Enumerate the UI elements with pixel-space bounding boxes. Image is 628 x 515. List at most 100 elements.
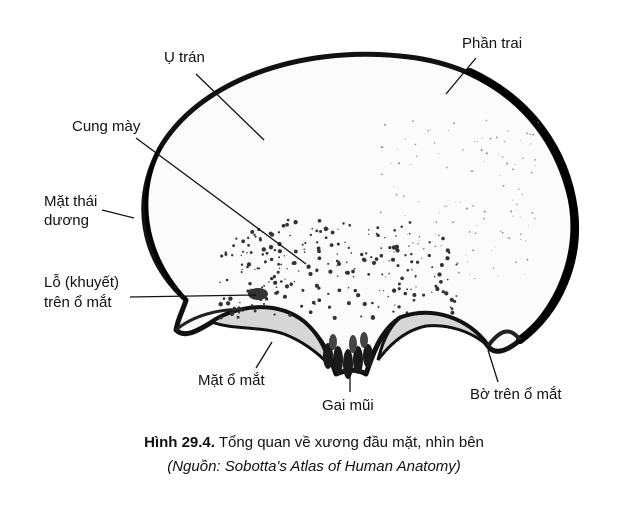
stipple-dot [525, 240, 526, 241]
stipple-dot [317, 218, 322, 223]
stipple-dot [306, 264, 311, 269]
stipple-dot [396, 264, 400, 268]
stipple-dot [259, 298, 263, 302]
stipple-dot [431, 266, 434, 269]
stipple-dot [474, 232, 477, 235]
stipple-dot [353, 288, 358, 293]
stipple-dot [428, 241, 431, 244]
stipple-dot [414, 143, 417, 146]
bone-stippling [218, 119, 539, 320]
stipple-dot [491, 250, 493, 252]
stipple-dot [284, 284, 290, 289]
stipple-dot [368, 233, 370, 235]
stipple-dot [380, 247, 383, 249]
stipple-dot [512, 168, 514, 171]
stipple-dot [379, 289, 381, 292]
stipple-dot [434, 284, 438, 288]
stipple-dot [408, 232, 411, 235]
stipple-dot [231, 254, 234, 257]
stipple-dot [382, 261, 384, 263]
stipple-dot [530, 171, 533, 174]
stipple-dot [429, 129, 431, 131]
stipple-dot [520, 140, 522, 142]
stipple-dot [277, 262, 281, 266]
stipple-dot [445, 248, 450, 253]
stipple-dot [324, 236, 328, 240]
stipple-dot [329, 243, 334, 247]
label-phan-trai: Phần trai [462, 35, 523, 52]
stipple-dot [280, 280, 283, 283]
stipple-dot [315, 241, 319, 244]
stipple-dot [437, 234, 440, 237]
stipple-dot [241, 268, 243, 271]
stipple-dot [427, 253, 431, 258]
stipple-dot [517, 188, 520, 190]
stipple-dot [410, 252, 413, 256]
stipple-dot [240, 263, 244, 266]
stipple-dot [379, 211, 382, 214]
stipple-dot [292, 260, 297, 266]
stipple-dot [532, 133, 535, 136]
stipple-dot [446, 206, 448, 208]
stipple-dot [520, 216, 522, 218]
stipple-dot [336, 253, 338, 255]
stipple-dot [371, 301, 374, 305]
stipple-dot [501, 232, 504, 234]
label-u-tran: Ụ trán [164, 49, 205, 66]
right-orbital-surface [376, 311, 490, 361]
stipple-dot [510, 210, 513, 213]
stipple-dot [483, 160, 485, 162]
leader-phan-trai [445, 57, 477, 95]
stipple-dot [391, 288, 397, 293]
stipple-dot [412, 120, 414, 122]
stipple-dot [265, 251, 269, 255]
stipple-dot [435, 221, 438, 223]
figure-title: Tổng quan về xương đầu mặt, nhìn bên [218, 434, 484, 451]
stipple-dot [303, 251, 306, 253]
stipple-dot [416, 155, 418, 157]
stipple-dot [249, 288, 254, 294]
stipple-dot [280, 263, 282, 266]
stipple-dot [353, 267, 356, 270]
stipple-dot [459, 201, 461, 203]
stipple-dot [433, 142, 436, 144]
stipple-dot [404, 254, 407, 257]
stipple-dot [489, 137, 492, 140]
stipple-dot [419, 240, 420, 242]
stipple-dot [337, 262, 341, 266]
stipple-dot [393, 228, 397, 232]
stipple-dot [250, 229, 255, 234]
stipple-dot [348, 223, 352, 227]
stipple-dot [417, 264, 419, 266]
leader-lines [101, 57, 499, 392]
stipple-dot [336, 265, 338, 267]
stipple-dot [466, 261, 468, 263]
stipple-dot [247, 244, 250, 247]
stipple-dot [443, 205, 446, 207]
stipple-dot [481, 137, 483, 139]
stipple-dot [519, 187, 521, 189]
stipple-dot [258, 267, 261, 270]
stipple-dot [448, 130, 450, 132]
stipple-dot [338, 260, 341, 263]
stipple-dot [374, 257, 379, 261]
stipple-dot [403, 195, 405, 198]
stipple-dot [418, 201, 420, 203]
stipple-dot [393, 186, 394, 188]
stipple-dot [381, 173, 383, 176]
stipple-dot [391, 257, 395, 262]
left-rim-shadow [144, 146, 188, 302]
stipple-dot [446, 278, 449, 281]
stipple-dot [531, 212, 534, 214]
stipple-dot [360, 252, 364, 257]
stipple-dot [528, 224, 529, 226]
stipple-dot [474, 141, 476, 143]
stipple-dot [411, 269, 413, 271]
stipple-dot [397, 282, 401, 286]
stipple-dot [311, 227, 314, 230]
stipple-dot [380, 146, 383, 148]
stipple-dot [414, 275, 417, 278]
stipple-dot [498, 154, 500, 156]
stipple-dot [394, 304, 396, 306]
stipple-dot [248, 282, 252, 286]
